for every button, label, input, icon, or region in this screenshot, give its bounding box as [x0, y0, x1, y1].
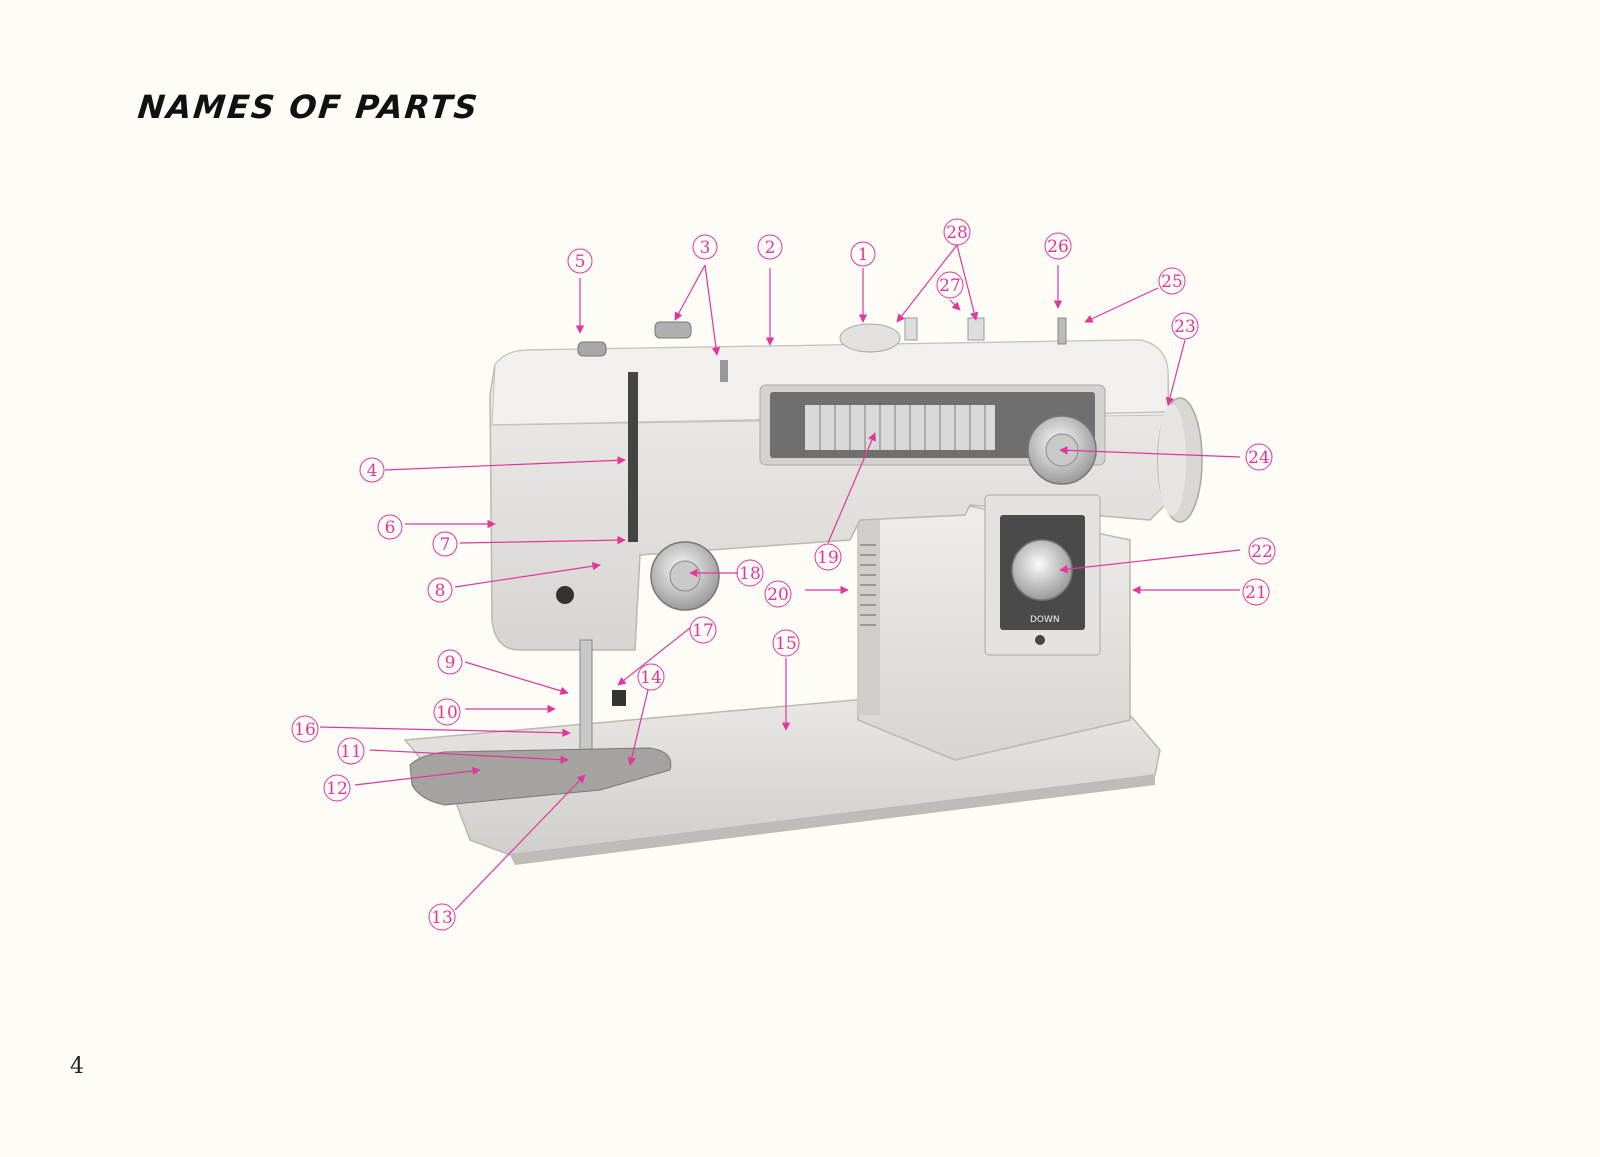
callout-12: 12 — [326, 779, 348, 799]
page-number: 4 — [70, 1054, 84, 1079]
callout-26: 26 — [1047, 237, 1069, 257]
callout-21: 21 — [1245, 583, 1267, 603]
callout-16: 16 — [294, 720, 316, 740]
pattern-panel — [759, 384, 1106, 466]
callout-19: 19 — [817, 548, 839, 568]
callout-14: 14 — [640, 668, 662, 688]
callout-6: 6 — [385, 518, 396, 538]
vent-slots — [860, 544, 876, 626]
callout-3: 3 — [700, 238, 711, 258]
callout-28: 28 — [946, 223, 968, 243]
callout-23: 23 — [1174, 317, 1196, 337]
needle-plate — [409, 747, 672, 806]
needle-area — [556, 372, 638, 761]
callout-18: 18 — [739, 564, 761, 584]
stitch-length-panel: DOWN — [984, 494, 1101, 656]
callout-4: 4 — [367, 461, 378, 481]
callout-numbers: 1 2 3 4 5 6 7 8 9 10 11 12 13 14 15 16 1… — [294, 223, 1273, 928]
callout-17: 17 — [692, 621, 714, 641]
callout-25: 25 — [1161, 272, 1183, 292]
callout-20: 20 — [767, 585, 789, 605]
callout-7: 7 — [440, 535, 451, 555]
callout-8: 8 — [435, 581, 446, 601]
panel-down-label: DOWN — [1030, 615, 1060, 625]
stitch-width-dial — [650, 541, 720, 611]
callout-1: 1 — [858, 245, 869, 265]
callout-11: 11 — [340, 742, 362, 762]
callout-9: 9 — [445, 653, 456, 673]
callout-labels — [291, 218, 1276, 931]
callout-15: 15 — [775, 634, 797, 654]
top-fittings — [577, 317, 1067, 382]
callout-10: 10 — [436, 703, 458, 723]
callout-27: 27 — [939, 276, 961, 296]
handwheel — [1157, 397, 1203, 523]
callout-24: 24 — [1248, 448, 1270, 468]
callout-lines — [319, 244, 1241, 911]
callout-2: 2 — [765, 238, 776, 258]
callout-13: 13 — [431, 908, 453, 928]
callout-5: 5 — [575, 252, 586, 272]
callout-22: 22 — [1251, 542, 1273, 562]
